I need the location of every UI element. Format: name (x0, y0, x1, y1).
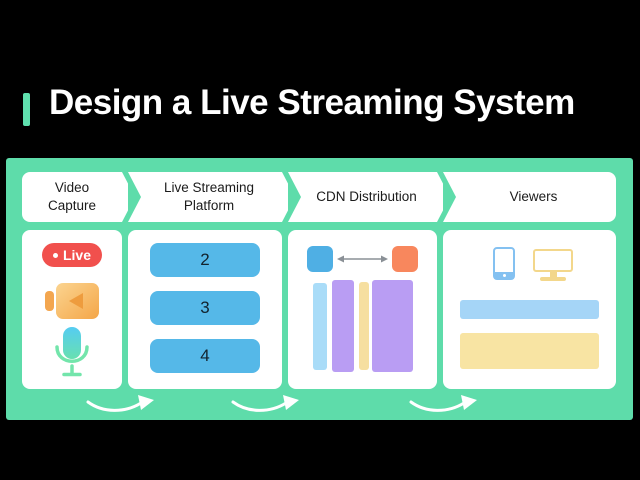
stage-header-video-capture: Video Capture (22, 172, 135, 222)
platform-node-2: 2 (150, 243, 260, 277)
microphone-icon (55, 327, 89, 377)
video-capture-card: Live (22, 230, 122, 389)
cdn-bar-purple-2 (372, 280, 413, 372)
stage-label: Viewers (509, 188, 558, 204)
origin-server-square (307, 246, 333, 272)
smartphone-home-dot (502, 273, 506, 277)
viewer-bar-yellow (460, 333, 599, 369)
cdn-bar-light-blue (313, 283, 327, 370)
viewer-bar-blue (460, 300, 599, 319)
viewers-card (443, 230, 616, 389)
stage-header-cdn-distribution: CDN Distribution (288, 172, 450, 222)
stage-label: CDN Distribution (316, 188, 417, 204)
monitor-stand (549, 272, 557, 277)
cdn-bar-yellow (359, 282, 369, 370)
platform-node-label: 4 (200, 346, 210, 365)
video-camera-icon (45, 283, 99, 319)
edge-server-square (392, 246, 418, 272)
platform-node-label: 2 (200, 250, 210, 269)
flow-arrow-icon-1 (86, 395, 154, 412)
title-accent-bar (23, 93, 30, 126)
live-badge-label: Live (62, 247, 91, 263)
page-title: Design a Live Streaming System (49, 83, 575, 122)
flow-arrow-icon-2 (231, 395, 299, 412)
smartphone-icon (493, 247, 515, 280)
stage-header-live-streaming-platform: Live Streaming Platform (128, 172, 295, 222)
monitor-screen (533, 249, 573, 272)
platform-node-label: 3 (200, 298, 210, 317)
platform-node-3: 3 (150, 291, 260, 325)
live-badge: Live (41, 243, 102, 267)
cdn-bar-purple-1 (332, 280, 354, 372)
stage-header-viewers: Viewers (443, 172, 616, 222)
monitor-base (540, 277, 566, 281)
platform-card: 2 3 4 (128, 230, 282, 389)
diagram-panel: Video Capture Live Streaming Platform CD… (6, 158, 633, 420)
stage-label: Video Capture (47, 179, 97, 213)
stage-label: Live Streaming Platform (163, 179, 255, 213)
bidirectional-arrow-icon (337, 255, 388, 263)
live-dot-icon (52, 252, 58, 258)
desktop-monitor-icon (533, 249, 573, 282)
cdn-card (288, 230, 437, 389)
flow-arrow-icon-3 (409, 395, 477, 412)
platform-node-4: 4 (150, 339, 260, 373)
